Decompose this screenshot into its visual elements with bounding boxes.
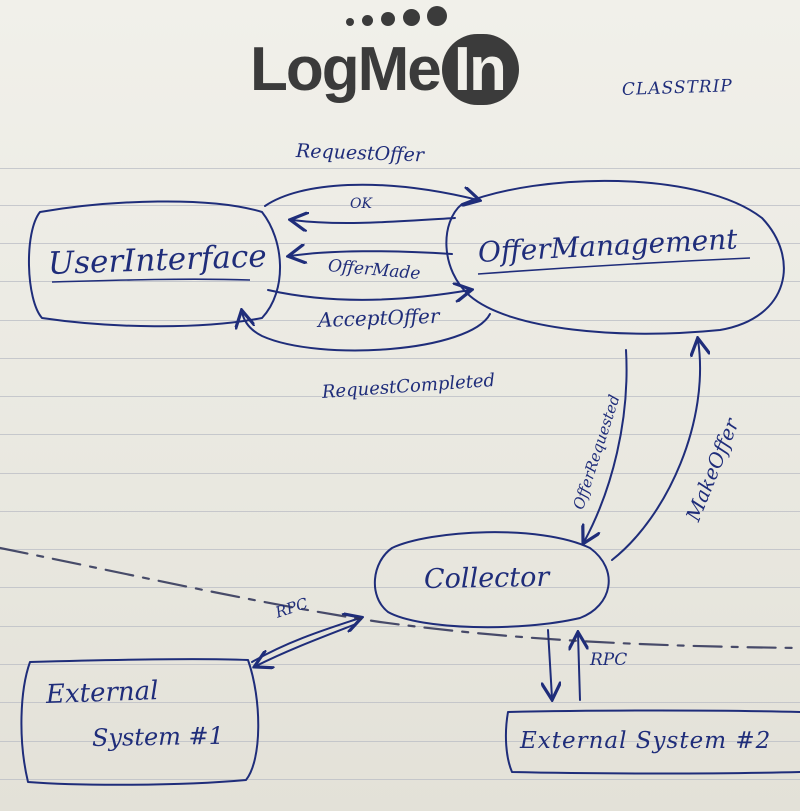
logo-text: LogMe <box>250 35 442 104</box>
collector-label: Collector <box>423 561 550 595</box>
accept-offer-label: AcceptOffer <box>317 303 440 332</box>
user-interface-label: UserInterface <box>47 238 268 282</box>
accept-offer-arrow <box>267 290 470 300</box>
request-offer-label: RequestOffer <box>295 140 425 167</box>
rpc-1-arrow-b <box>256 623 357 666</box>
logo-in-badge: In <box>441 34 519 105</box>
external-system-1-node <box>20 658 260 786</box>
rpc-2-arrow-down <box>548 629 552 698</box>
rpc-2-arrow-up <box>578 634 580 701</box>
external-system-1-line1: External <box>45 676 159 710</box>
external-system-1-line2: System #1 <box>91 721 225 752</box>
system-boundary-line <box>0 546 800 650</box>
user-interface-node <box>27 200 281 328</box>
external-system-2-node <box>504 709 800 775</box>
ok-arrow <box>292 218 456 223</box>
offer-requested-arrow <box>584 349 628 542</box>
rpc-1-arrow-a <box>251 618 360 663</box>
offer-made-arrow <box>290 251 453 256</box>
request-offer-arrow <box>264 183 478 206</box>
ok-label: OK <box>350 196 372 212</box>
external-system-2-label: External System #2 <box>520 728 772 754</box>
rpc-2-label: RPC <box>590 650 628 670</box>
collector-node <box>374 531 610 629</box>
make-offer-arrow <box>611 340 700 561</box>
request-completed-arrow <box>242 312 491 352</box>
